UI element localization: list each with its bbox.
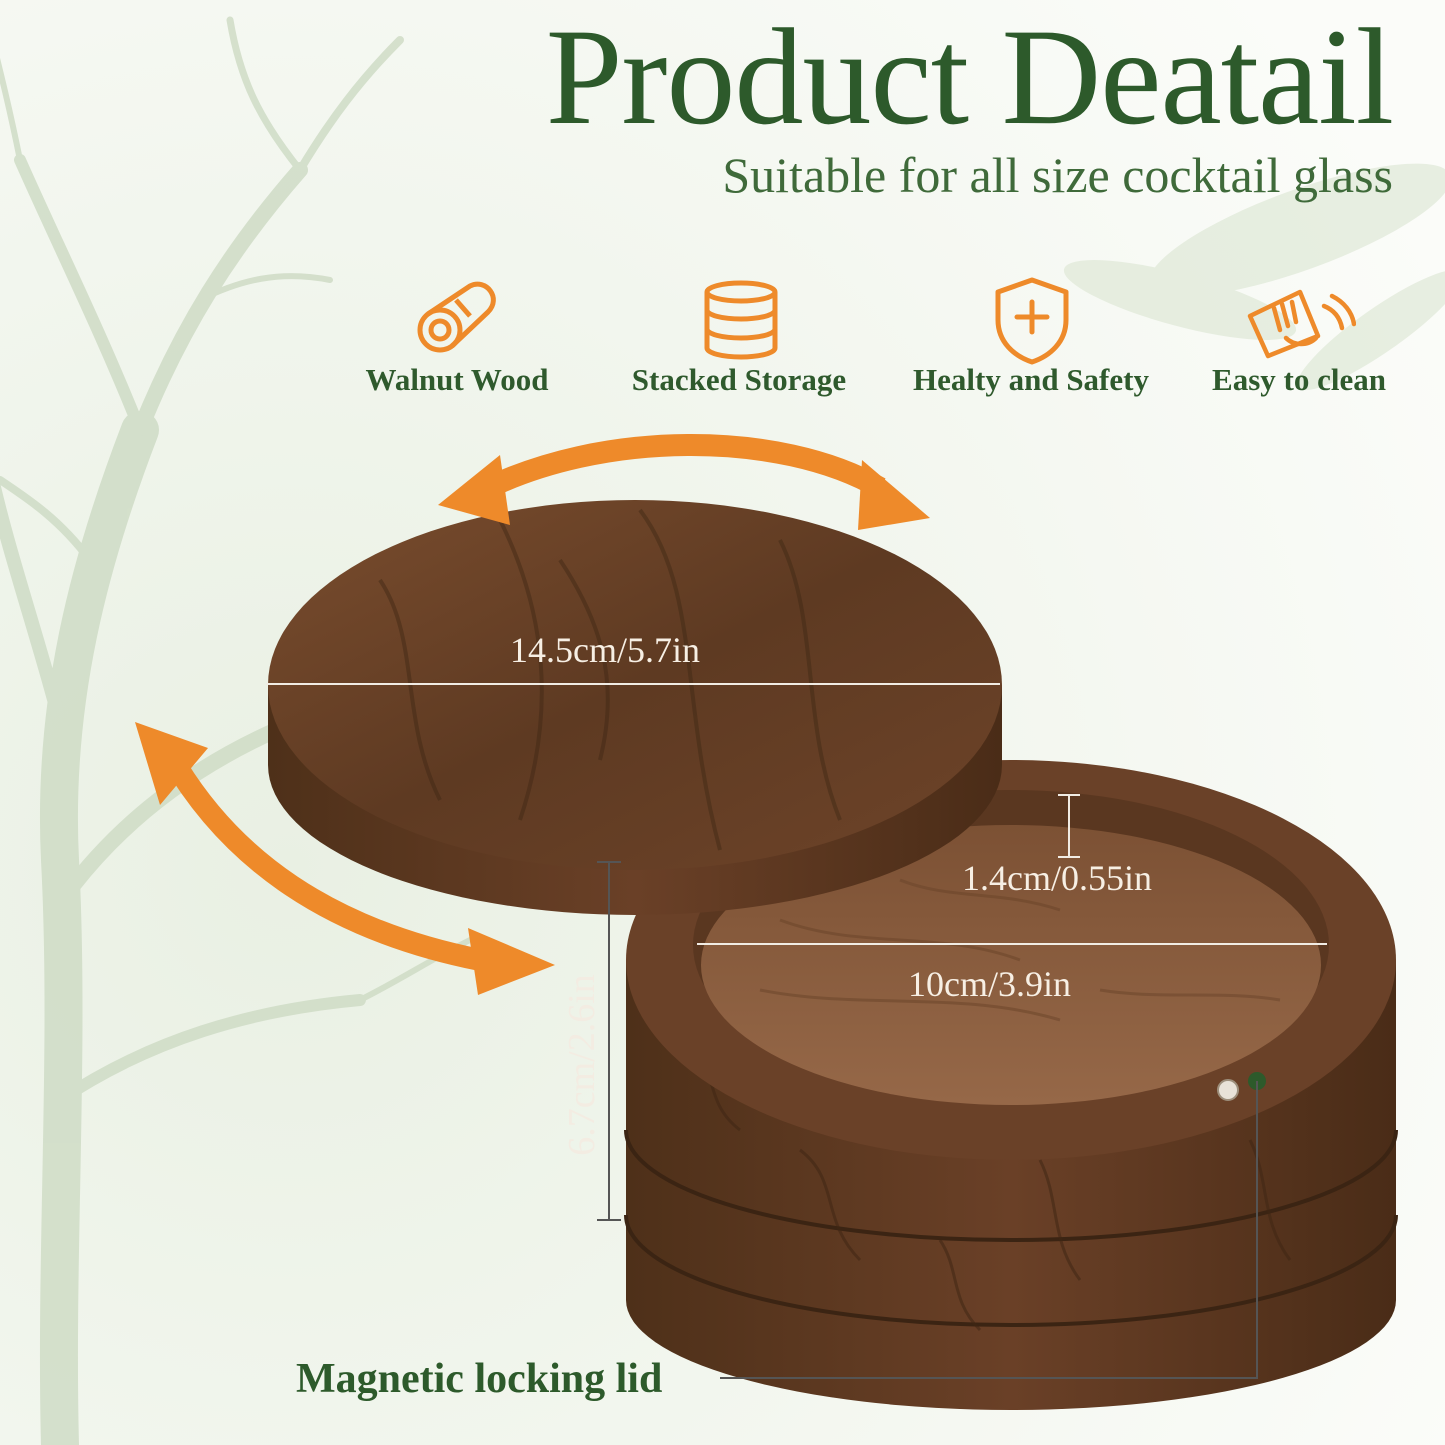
feature-label-stacked-storage: Stacked Storage bbox=[631, 362, 847, 397]
page-title: Product Deatail bbox=[545, 0, 1394, 153]
rotation-arrow-top bbox=[438, 434, 930, 530]
page-subtitle: Suitable for all size cocktail glass bbox=[722, 147, 1393, 203]
feature-label-walnut-wood: Walnut Wood bbox=[365, 362, 549, 397]
height-label: 6.7cm/2.6in bbox=[561, 974, 603, 1156]
callout-leader bbox=[720, 1072, 1266, 1379]
magnetic-lid-callout: Magnetic locking lid bbox=[296, 1356, 663, 1402]
feature-label-easy-to-clean: Easy to clean bbox=[1212, 362, 1386, 397]
log-icon bbox=[417, 281, 496, 353]
dimension-lines bbox=[266, 683, 1327, 1221]
stack-icon bbox=[704, 280, 778, 360]
shield-plus-icon bbox=[995, 277, 1069, 365]
lid-diameter-label: 14.5cm/5.7in bbox=[510, 630, 700, 670]
foliage-decoration bbox=[1063, 163, 1445, 391]
rotation-arrow-left bbox=[135, 722, 555, 995]
feature-label-healty-and-safety: Healty and Safety bbox=[913, 362, 1149, 397]
lid bbox=[268, 500, 1002, 915]
inner-diameter-label: 10cm/3.9in bbox=[908, 964, 1071, 1004]
depth-label: 1.4cm/0.55in bbox=[962, 858, 1152, 898]
hand-wipe-icon bbox=[1247, 289, 1356, 359]
